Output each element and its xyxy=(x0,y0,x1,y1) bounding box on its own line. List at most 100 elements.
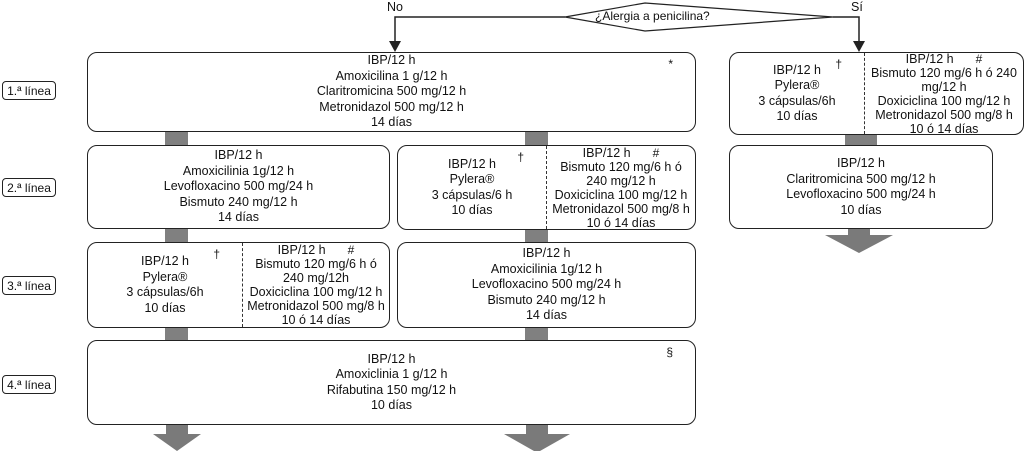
regimen-content: IBP/12 h#Bismuto 120 mg/6 h ó 240 mg/12 … xyxy=(864,52,1023,136)
regimen-line: Levofloxacino 500 mg/24 h xyxy=(164,179,313,195)
regimen-line-text: 3 cápsulas/6 h xyxy=(431,187,513,202)
regimen-line-text: 10 ó 14 días xyxy=(586,215,656,230)
regimen-line: Metronidazol 500 mg/12 h xyxy=(319,100,464,116)
regimen-content: IBP/12 h#Bismuto 120 mg/6 h ó 240 mg/12 … xyxy=(546,146,695,230)
regimen-line-text: IBP/12 h xyxy=(773,62,821,77)
regimen-line: Bismuto 240 mg/12 h xyxy=(487,293,605,309)
regimen-line: Levofloxacino 500 mg/24 h xyxy=(786,187,935,203)
regimen-line-text: 3 cápsulas/6h xyxy=(758,93,836,108)
connector xyxy=(165,328,188,340)
regimen-line-text: Metronidazol 500 mg/8 h xyxy=(552,201,690,216)
regimen-line: 3 cápsulas/6 h xyxy=(432,188,513,204)
regimen-line: 14 días xyxy=(526,308,567,324)
regimen-line: Levofloxacino 500 mg/24 h xyxy=(472,277,621,293)
regimen-line: 3 cápsulas/6h xyxy=(126,285,203,301)
regimen-line: IBP/12 h xyxy=(141,254,189,270)
footnote-mark: † xyxy=(517,150,524,164)
regimen-line: IBP/12 h xyxy=(837,156,885,172)
regimen-line-text: IBP/12 h xyxy=(367,351,416,366)
line-label-1: 1.ª línea xyxy=(2,81,56,100)
down-arrow-icon xyxy=(504,425,570,451)
regimen-line-text: IBP/12 h xyxy=(448,156,496,171)
regimen-line: 10 ó 14 días xyxy=(910,122,979,136)
connector xyxy=(165,132,188,145)
regimen-line: Amoxiclinia 1 g/12 h xyxy=(336,367,448,383)
regimen-line-text: Bismuto 120 mg/6 h ó 240 mg/12 h xyxy=(560,159,682,188)
regimen-line: IBP/12 h# xyxy=(583,146,660,160)
regimen-line-text: IBP/12 h xyxy=(141,254,189,268)
regimen-line: IBP/12 h xyxy=(215,148,263,164)
regimen-line: Bismuto 120 mg/6 h ó 240 mg/12 h xyxy=(550,160,692,188)
regimen-line: 10 días xyxy=(371,398,412,414)
regimen-line-text: 10 días xyxy=(144,300,186,315)
regimen-line-text: 10 ó 14 días xyxy=(909,121,979,136)
regimen-line-text: Pylera® xyxy=(774,78,820,92)
regimen-line-text: Levofloxacino 500 mg/24 h xyxy=(163,179,314,194)
regimen-line: IBP/12 h# xyxy=(906,52,983,66)
down-arrow-icon xyxy=(153,425,201,451)
regimen-line-text: Levofloxacino 500 mg/24 h xyxy=(471,277,622,292)
regimen-line-text: IBP/12 h xyxy=(837,156,885,170)
regimen-line: Bismuto 240 mg/12 h xyxy=(179,195,297,211)
connector xyxy=(525,132,548,145)
regimen-line: 10 días xyxy=(776,109,817,125)
regimen-line-text: Metronidazol 500 mg/8 h xyxy=(247,299,385,313)
regimen-line-text: Doxiciclina 100 mg/12 h xyxy=(249,285,383,299)
down-arrow-icon xyxy=(825,229,893,253)
regimen-line: Pylera® xyxy=(143,270,188,286)
regimen-line: Rifabutina 150 mg/12 h xyxy=(327,383,456,399)
regimen-line-text: 14 días xyxy=(525,308,567,323)
regimen-line: IBP/12 h xyxy=(368,352,416,368)
regimen-line: IBP/12 h xyxy=(448,157,496,173)
yes-connector-line xyxy=(833,16,860,44)
regimen-line: 10 días xyxy=(840,203,881,219)
regimen-line-text: Doxiciclina 100 mg/12 h xyxy=(554,187,688,202)
connector xyxy=(165,229,188,242)
regimen-line: IBP/12 h xyxy=(523,246,571,262)
regimen-line-text: Bismuto 240 mg/12 h xyxy=(487,292,606,307)
regimen-line-text: 10 días xyxy=(776,109,818,123)
regimen-line-text: Rifabutina 150 mg/12 h xyxy=(326,382,457,397)
footnote-mark: * xyxy=(668,57,673,71)
regimen-line-text: IBP/12 h xyxy=(367,53,416,68)
regimen-line: IBP/12 h xyxy=(773,63,821,79)
footnote-mark: # xyxy=(652,145,660,160)
regimen-line-text: Bismuto 120 mg/6 h ó 240 mg/12h xyxy=(255,257,377,285)
no-label: No xyxy=(387,0,403,14)
line-label-4: 4.ª línea xyxy=(2,375,56,394)
regimen-content: IBP/12 h#Bismuto 120 mg/6 h ó 240 mg/12h… xyxy=(242,243,389,327)
connector xyxy=(845,135,877,145)
yes-arrowhead-icon xyxy=(853,41,865,52)
regimen-line-text: Amoxiclinia 1 g/12 h xyxy=(335,367,448,381)
regimen-line-text: Amoxicilinia 1g/12 h xyxy=(182,163,295,178)
footnote-mark: † xyxy=(213,247,220,261)
regimen-line-text: 10 días xyxy=(370,398,412,412)
footnote-mark: § xyxy=(666,345,673,359)
regimen-line-text: Levofloxacino 500 mg/24 h xyxy=(786,187,936,201)
regimen-line: Metronidazol 500 mg/8 h xyxy=(875,108,1013,122)
regimen-line: 10 ó 14 días xyxy=(282,313,351,327)
regimen-line: Pylera® xyxy=(450,172,495,188)
regimen-line-text: Bismuto 240 mg/12 h xyxy=(179,194,298,209)
regimen-line-text: Bismuto 120 mg/6 h ó 240 mg/12 h xyxy=(871,65,1017,94)
no-connector-line xyxy=(394,16,565,44)
regimen-line-text: 14 días xyxy=(217,210,259,225)
regimen-line: Doxiciclina 100 mg/12 h xyxy=(878,94,1011,108)
regimen-line: Pylera® xyxy=(775,78,820,94)
regimen-line: Bismuto 120 mg/6 h ó 240 mg/12 h xyxy=(868,66,1020,94)
regimen-line: 10 días xyxy=(144,301,185,317)
regimen-line-text: Claritromicina 500 mg/12 h xyxy=(316,84,467,99)
footnote-mark: # xyxy=(975,51,983,66)
regimen-line-text: Doxiciclina 100 mg/12 h xyxy=(877,93,1011,108)
